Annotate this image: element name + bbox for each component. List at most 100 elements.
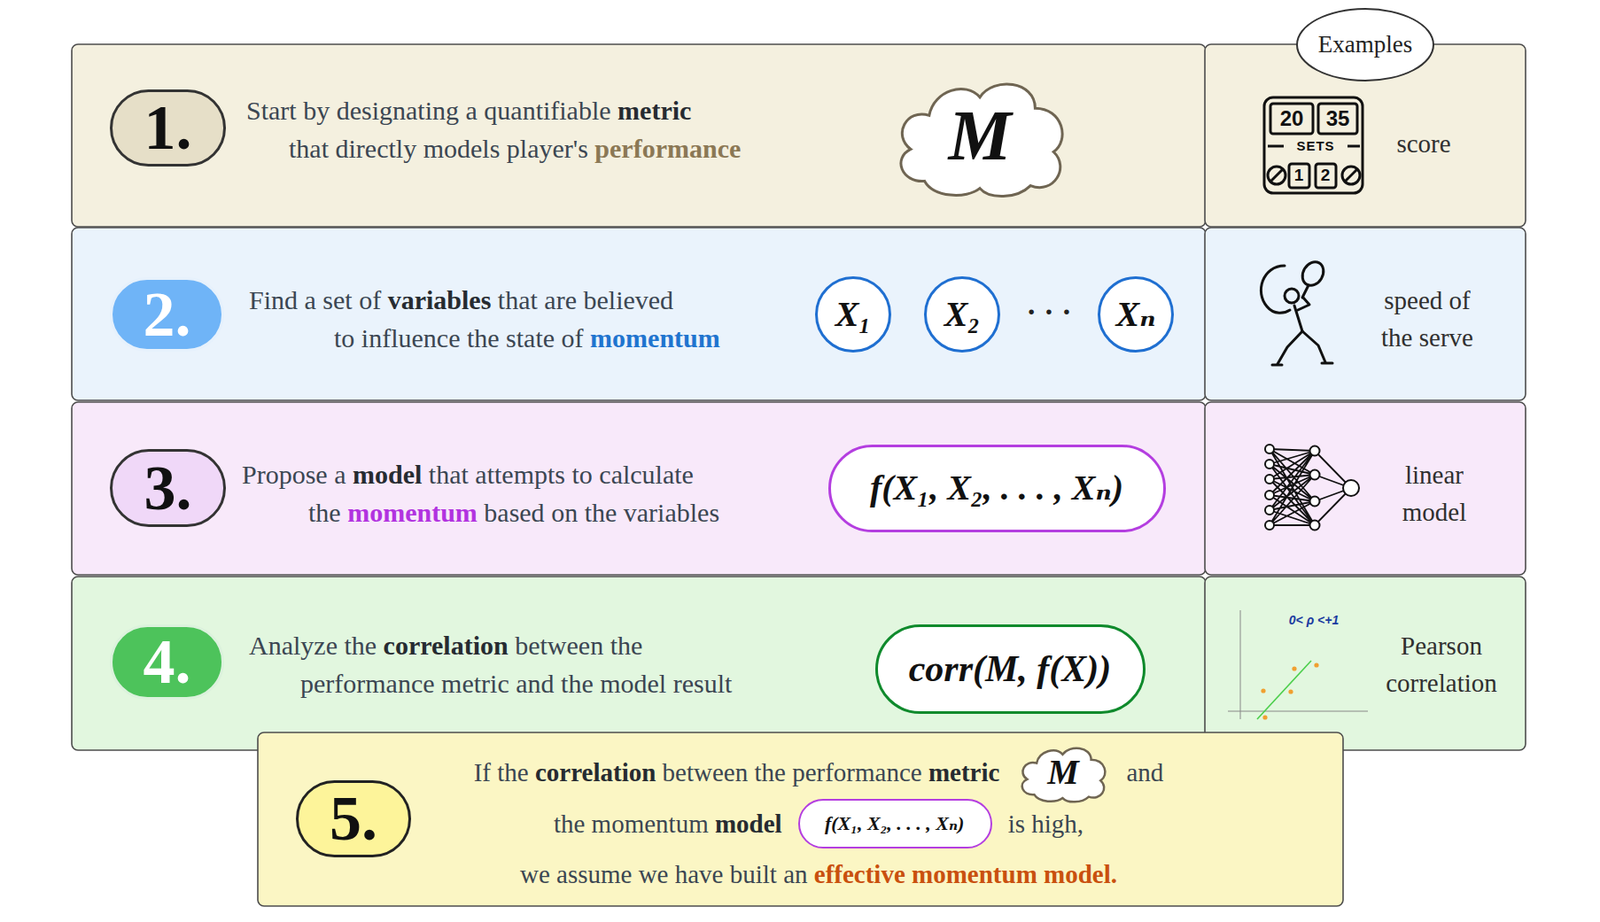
step-text: Start by designating a quantifiable metr… (246, 91, 741, 169)
word: metric (441, 668, 510, 699)
cloud-shape (1022, 747, 1106, 802)
step-text: If the correlation between the performan… (473, 753, 1001, 792)
word: f(X₁, (869, 467, 939, 508)
word: assume (556, 860, 632, 889)
variable-symbol: X₂ (944, 294, 981, 335)
step-band: Propose a model that attempts to calcula… (71, 402, 1206, 575)
panel-ground (257, 732, 1344, 907)
model-formula: f(X₁, X₂, . . . , Xₙ) (798, 799, 993, 849)
step-number-text: 2. (143, 278, 192, 352)
panel-ground (1204, 402, 1526, 575)
word: Xₙ (1116, 294, 1157, 334)
variable-circle: Xₙ (1097, 276, 1174, 353)
word: influence (361, 323, 461, 353)
word: variables (388, 285, 492, 315)
word: Xₙ) (1071, 467, 1124, 508)
step-text: Find a set of variables that are believe… (248, 280, 721, 358)
conclusion-band: If the correlation between the performan… (257, 732, 1344, 907)
word: . (916, 812, 922, 835)
word: momentum (590, 323, 721, 353)
word: metric (617, 95, 692, 125)
word: Analyze (248, 630, 338, 661)
correlation-formula: corr(M, f(X)) (875, 624, 1146, 715)
word: attempts (474, 459, 566, 490)
word: . (1018, 467, 1028, 508)
step-text: Analyze the correlation between the perf… (248, 626, 732, 704)
variable-symbol: Xₙ (1116, 294, 1157, 335)
word: Start (246, 95, 297, 125)
word: we (520, 860, 551, 889)
word: 3. (144, 452, 193, 524)
formula-text: f(X₁, X₂, . . . , Xₙ) (824, 812, 964, 835)
word: serve (1419, 323, 1474, 352)
word: models (423, 133, 501, 164)
word: that (288, 133, 329, 164)
step-text: we assume we have built an effective mom… (520, 855, 1118, 894)
metric-cloud: M (887, 71, 1072, 200)
scoreboard-icon (1264, 97, 1363, 194)
word: the (497, 758, 529, 787)
example-cell: linear model (1204, 402, 1526, 575)
word: the (1381, 323, 1413, 352)
ellipsis-mark: · · · (1025, 294, 1072, 331)
word: that (428, 459, 469, 490)
word: correlation (383, 630, 509, 661)
word: result (673, 668, 733, 699)
icon-label: 20 (1280, 106, 1305, 133)
word: we (638, 860, 669, 889)
word: and (515, 668, 554, 699)
word: of (358, 285, 381, 315)
word: to (571, 459, 592, 490)
word: built (730, 860, 777, 889)
word: quantifiable (483, 95, 611, 125)
word: between (662, 758, 749, 787)
step-number: 4. (109, 624, 225, 700)
word: on (551, 497, 578, 528)
step-text: the momentum model (553, 805, 783, 843)
example-text: score (1396, 124, 1451, 163)
word: , (925, 812, 932, 835)
examples-tag: Examples (1296, 7, 1435, 82)
word: designating (336, 95, 459, 125)
word: momentum (911, 860, 1038, 889)
word: the (466, 323, 500, 353)
model-formula: f(X₁, X₂, . . . , Xₙ) (828, 444, 1166, 533)
panel-ground (71, 44, 1206, 227)
step-number-text: 4. (143, 625, 192, 700)
word: that (497, 285, 538, 315)
word: Find (248, 285, 298, 315)
word: between (514, 630, 604, 661)
word: X₂ (944, 294, 981, 334)
word: , (1054, 467, 1064, 508)
word: Xₙ) (935, 812, 964, 835)
formula-text: f(X₁, X₂, . . . , Xₙ) (869, 467, 1124, 509)
word: believed (582, 285, 674, 315)
tennis-serve-icon (1260, 257, 1333, 366)
word: the (753, 758, 785, 787)
word: are (543, 285, 577, 315)
word: state (505, 323, 555, 353)
word: Propose (241, 459, 328, 490)
word: If (473, 758, 491, 787)
word: correlation (1385, 668, 1498, 698)
cloud-shape (900, 84, 1063, 197)
step-number: 1. (109, 89, 226, 167)
word: the (553, 809, 585, 839)
word: M (947, 96, 1011, 175)
step-band: Analyze the correlation between the perf… (71, 576, 1206, 751)
word: of (561, 323, 584, 353)
word: by (302, 95, 330, 125)
word: the (343, 630, 377, 661)
word: performance (792, 758, 923, 787)
word: 5. (329, 783, 378, 855)
word: a (304, 285, 317, 315)
icon-label: 2 (1320, 165, 1331, 187)
word: is (1008, 809, 1026, 839)
icon-label: 35 (1326, 106, 1351, 133)
word: score (1396, 129, 1451, 158)
example-cell: Pearson correlation (1204, 576, 1526, 751)
word: the (584, 497, 618, 528)
variable-circle: X₁ (815, 276, 892, 353)
